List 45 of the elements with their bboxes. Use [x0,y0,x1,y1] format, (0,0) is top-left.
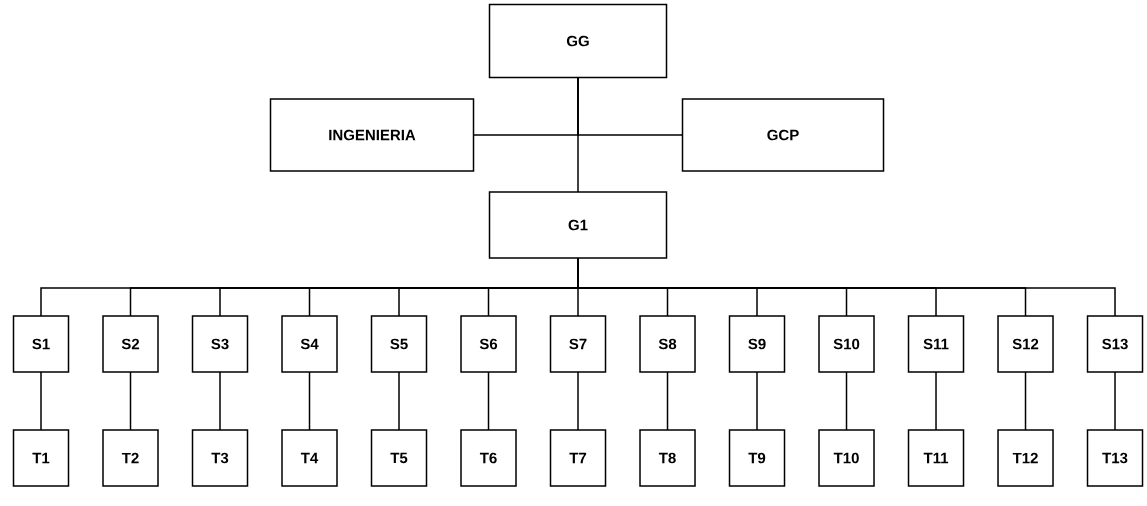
connector-line [487,371,490,431]
org-box: T1 [12,429,70,487]
connector-line [129,371,132,431]
org-box: T5 [370,429,428,487]
connector-line [577,257,1116,317]
connector-line [577,371,579,431]
org-box: T3 [191,429,249,487]
connector-line [40,371,42,431]
connector-line [1114,371,1116,431]
connector-line [1024,371,1027,431]
org-box: S1 [12,315,70,373]
connector-line [935,371,937,431]
org-box: S9 [728,315,786,373]
org-box: S6 [460,315,517,373]
org-box: T7 [549,429,607,487]
org-box: T8 [639,429,696,487]
org-box: T9 [728,429,786,487]
connector-line [666,371,669,431]
org-box: S2 [102,315,159,373]
org-box: S11 [907,315,965,373]
connector-line [308,371,311,431]
org-box: S7 [549,315,607,373]
org-box: S3 [191,315,249,373]
connector-line [219,371,221,431]
org-box: T11 [907,429,965,487]
org-box: INGENIERIA [269,98,475,172]
org-box: S4 [281,315,338,373]
connector-line [398,371,400,431]
org-box: S10 [818,315,875,373]
org-box: G1 [488,191,668,259]
connector-line [756,371,758,431]
org-box: T4 [281,429,338,487]
org-box: S12 [997,315,1054,373]
org-box: S5 [370,315,428,373]
connector-line [845,371,848,431]
org-box: GCP [681,98,885,172]
org-box: T10 [818,429,875,487]
org-box: T2 [102,429,159,487]
org-box: T6 [460,429,517,487]
org-box: T13 [1086,429,1144,487]
org-box: GG [488,3,668,79]
org-box: S13 [1086,315,1144,373]
connector-line [577,76,684,136]
org-box: T12 [997,429,1054,487]
org-box: S8 [639,315,696,373]
